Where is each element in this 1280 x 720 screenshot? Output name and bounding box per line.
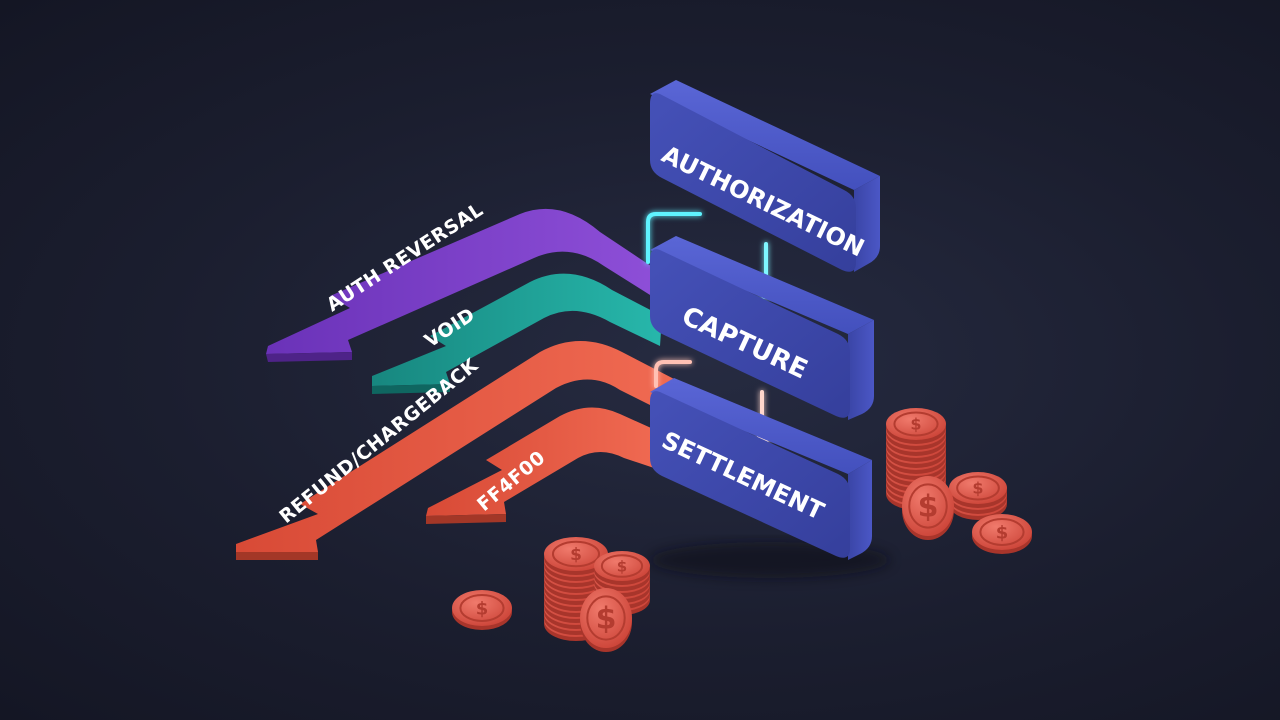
coin-dollar-symbol: $ bbox=[617, 557, 627, 575]
coin: $ bbox=[972, 514, 1032, 554]
coin-upright: $ bbox=[902, 476, 954, 540]
coin-dollar-symbol: $ bbox=[570, 545, 582, 565]
coin-dollar-symbol: $ bbox=[596, 602, 617, 637]
coin-stack: $ bbox=[886, 408, 946, 444]
coin: $ bbox=[452, 590, 512, 630]
coin-dollar-symbol: $ bbox=[972, 479, 983, 498]
coins: $$$$$$$$$$$$$$$$$$$$$$$$$$$$$$$$$$$$$ bbox=[452, 408, 1032, 652]
authorization-box: AUTHORIZATION bbox=[650, 80, 880, 272]
coin-stack: $ bbox=[949, 472, 1007, 508]
coin-stack: $ bbox=[544, 537, 608, 575]
coin-dollar-symbol: $ bbox=[476, 598, 489, 619]
coin-upright: $ bbox=[580, 588, 632, 652]
coin-stack: $ bbox=[594, 551, 650, 585]
coin-dollar-symbol: $ bbox=[910, 415, 921, 434]
capture-box: CAPTURE bbox=[650, 236, 874, 420]
coin-dollar-symbol: $ bbox=[918, 490, 939, 525]
settlement-box: SETTLEMENT bbox=[650, 378, 890, 578]
coin-dollar-symbol: $ bbox=[996, 522, 1009, 543]
